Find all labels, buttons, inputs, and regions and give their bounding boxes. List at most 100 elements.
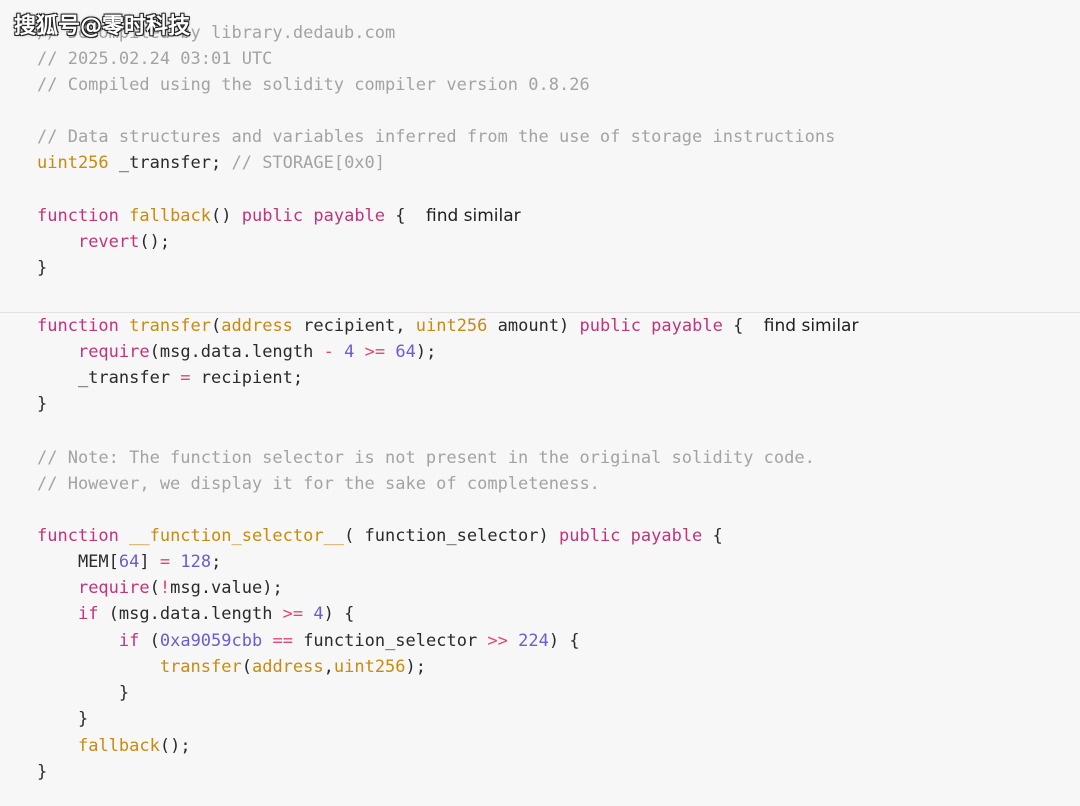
code-token-func: __function_selector__ <box>129 526 345 546</box>
code-line: function fallback() public payable { fin… <box>37 203 521 229</box>
code-line: MEM[64] = 128; <box>37 549 221 575</box>
code-token-number: 64 <box>118 552 140 572</box>
code-token-func: transfer <box>159 657 242 677</box>
code-token-plain: , <box>323 657 334 677</box>
code-token-keyword: require <box>77 578 150 598</box>
code-token-keyword: public payable <box>579 316 723 336</box>
code-token-comment: // STORAGE[0x0] <box>231 153 386 173</box>
code-token-plain: ( <box>241 657 252 677</box>
code-line: // 2025.02.24 03:01 UTC <box>37 46 272 72</box>
code-token-type: address <box>221 316 293 336</box>
code-token-plain: ( <box>139 631 160 651</box>
code-token-plain: } <box>37 709 89 729</box>
code-token-type: uint256 <box>333 657 406 677</box>
code-token-keyword: function <box>37 526 130 546</box>
code-token-number: 0xa9059cbb <box>159 631 263 651</box>
code-token-plain: } <box>37 762 48 782</box>
code-token-plain: ( <box>211 316 222 336</box>
code-token-op: == <box>272 631 293 651</box>
code-token-plain: } <box>37 394 48 414</box>
code-token-plain: ); <box>405 657 427 677</box>
code-token-op: = <box>159 552 171 572</box>
code-token-plain: amount) <box>487 316 580 336</box>
find-similar-link[interactable]: find similar <box>763 316 859 336</box>
code-token-keyword: public payable <box>559 526 703 546</box>
code-token-plain: (msg.data.length <box>149 342 324 362</box>
code-line: function transfer(address recipient, uin… <box>37 313 858 339</box>
code-token-func: fallback <box>129 206 212 226</box>
find-similar-link[interactable]: find similar <box>425 206 521 226</box>
code-token-keyword: function <box>37 206 130 226</box>
code-token-op: >= <box>364 342 386 362</box>
divider <box>0 312 1080 313</box>
code-line: } <box>37 706 88 732</box>
code-token-keyword: if <box>77 604 99 624</box>
code-token-plain <box>303 604 313 624</box>
code-token-keyword: if <box>118 631 140 651</box>
code-token-op: = <box>180 368 191 388</box>
code-token-func: fallback <box>77 736 160 756</box>
code-line: // However, we display it for the sake o… <box>37 471 600 497</box>
code-token-plain <box>508 631 518 651</box>
code-token-plain <box>37 657 160 677</box>
code-token-plain: _transfer <box>37 368 181 388</box>
code-line: } <box>37 759 47 785</box>
code-token-plain <box>37 578 78 598</box>
code-line: fallback(); <box>37 733 191 759</box>
code-line: _transfer = recipient; <box>37 365 303 391</box>
code-line: require(!msg.value); <box>37 575 283 601</box>
code-token-op: ! <box>159 578 171 598</box>
code-token-type: uint256 <box>37 153 109 173</box>
code-token-plain: ); <box>415 342 437 362</box>
code-token-plain <box>37 736 78 756</box>
code-line: transfer(address,uint256); <box>37 654 426 680</box>
code-token-comment: // Decompiled by library.dedaub.com <box>37 23 396 43</box>
code-token-comment: // 2025.02.24 03:01 UTC <box>37 49 273 69</box>
code-token-plain: (); <box>139 232 171 252</box>
code-token-plain <box>385 342 395 362</box>
code-token-plain: } <box>37 258 48 278</box>
code-line: // Note: The function selector is not pr… <box>37 445 815 471</box>
code-token-plain: ( function_selector) <box>344 526 559 546</box>
code-token-keyword: revert <box>77 232 140 252</box>
code-token-plain <box>354 342 364 362</box>
code-token-plain: () <box>211 206 242 226</box>
code-token-op: >= <box>282 604 304 624</box>
code-token-plain <box>170 552 180 572</box>
code-token-plain: ] <box>139 552 160 572</box>
code-token-number: 4 <box>313 604 324 624</box>
code-token-plain <box>334 342 344 362</box>
code-token-plain: { <box>385 206 426 226</box>
code-token-number: 128 <box>180 552 212 572</box>
code-token-number: 4 <box>344 342 355 362</box>
code-line: uint256 _transfer; // STORAGE[0x0] <box>37 150 385 176</box>
code-line: if (0xa9059cbb == function_selector >> 2… <box>37 628 580 654</box>
code-token-plain: msg.value); <box>170 578 283 598</box>
code-token-plain: recipient, <box>292 316 416 336</box>
code-token-keyword: function <box>37 316 130 336</box>
code-token-comment: // Compiled using the solidity compiler … <box>37 75 590 95</box>
code-token-plain <box>37 232 78 252</box>
code-line: } <box>37 255 47 281</box>
code-token-plain: _transfer; <box>108 153 232 173</box>
code-token-number: 224 <box>518 631 549 651</box>
code-token-plain: (msg.data.length <box>98 604 283 624</box>
code-token-func: transfer <box>129 316 212 336</box>
code-token-comment: // Data structures and variables inferre… <box>37 127 836 147</box>
code-token-plain <box>37 342 78 362</box>
code-line: // Decompiled by library.dedaub.com <box>37 20 395 46</box>
code-token-type: address <box>251 657 324 677</box>
code-token-plain: (); <box>159 736 191 756</box>
code-token-comment: // Note: The function selector is not pr… <box>37 448 815 468</box>
code-line: } <box>37 680 129 706</box>
code-token-plain: MEM[ <box>37 552 119 572</box>
code-token-plain: ; <box>211 552 222 572</box>
code-token-plain: function_selector <box>292 631 488 651</box>
code-token-plain: } <box>37 683 130 703</box>
code-token-keyword: public payable <box>241 206 386 226</box>
code-token-plain: { <box>722 316 764 336</box>
code-line: function __function_selector__( function… <box>37 523 723 549</box>
watermark: 搜狐号@零时科技 <box>14 14 191 39</box>
code-token-plain: ) { <box>548 631 580 651</box>
